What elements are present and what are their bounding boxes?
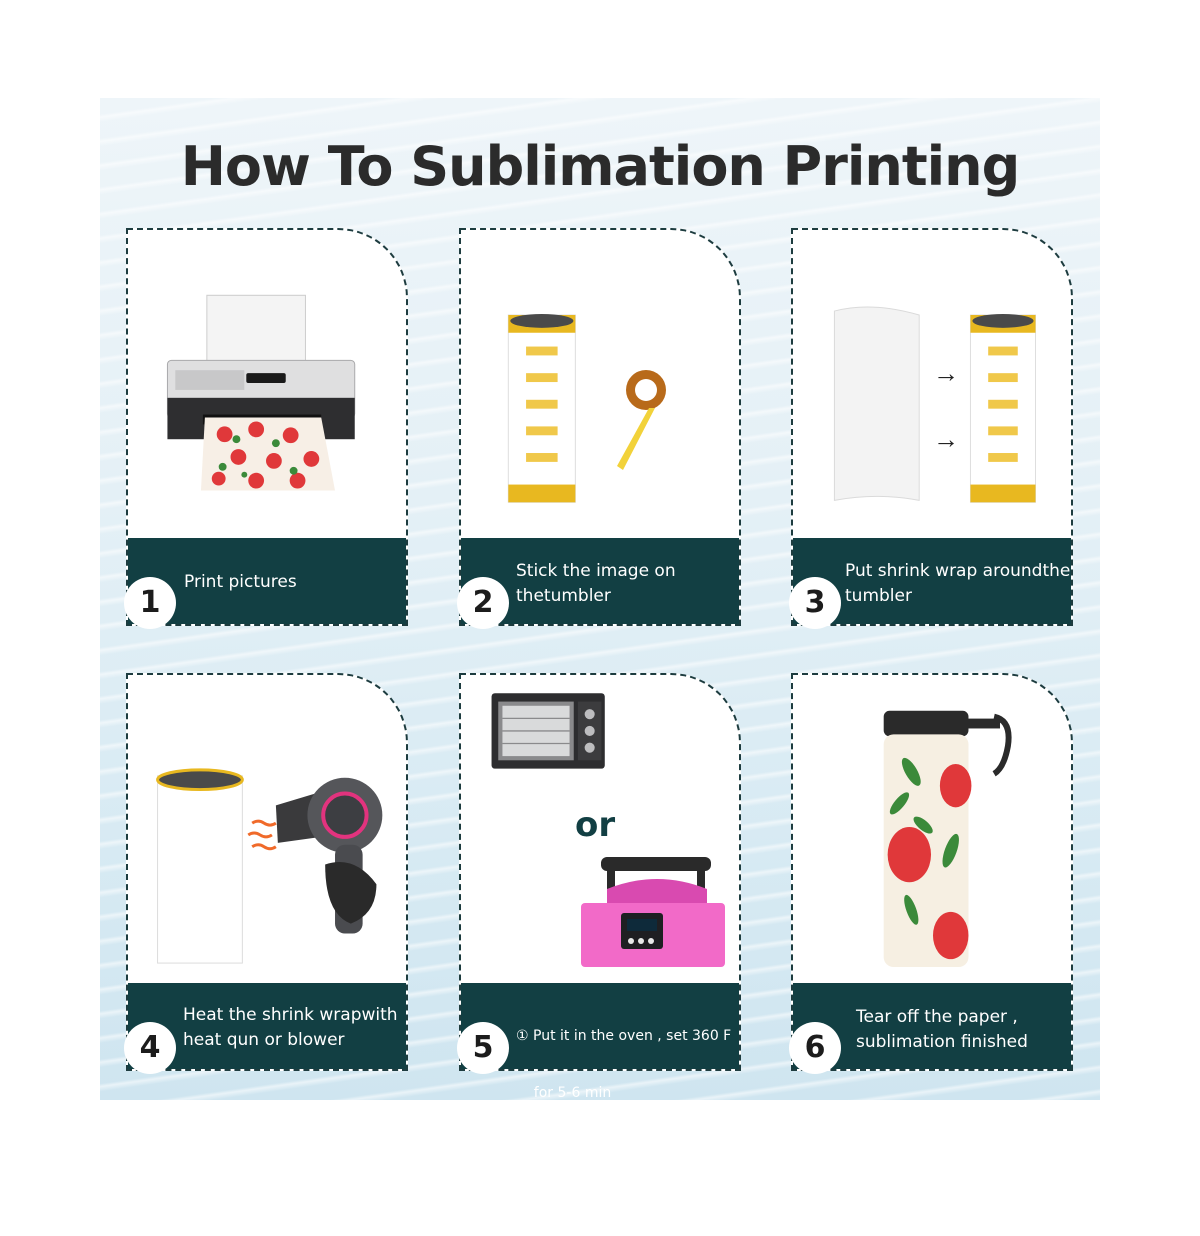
step-number-4: 4 — [127, 1025, 173, 1071]
or-label: or — [575, 805, 616, 845]
step-caption-band — [793, 538, 1071, 624]
arrow-right-icon: → — [933, 358, 959, 388]
step-card-2 — [459, 228, 741, 626]
step-number-1: 1 — [127, 580, 173, 626]
step-number-3: 3 — [792, 580, 838, 626]
step-5-caption: ① Put it in the oven , set 360 F for 5-6… — [516, 1028, 734, 1215]
step-caption-band — [128, 983, 406, 1069]
tape-roll-icon — [617, 370, 666, 470]
step-card-6 — [791, 673, 1073, 1071]
step-caption-band — [128, 538, 406, 624]
page-title: How To Sublimation Printing — [180, 135, 1021, 198]
printer-icon — [166, 294, 356, 491]
step-number-5: 5 — [460, 1025, 506, 1071]
step-card-3: → → — [791, 228, 1073, 626]
hair-dryer-icon — [156, 768, 383, 964]
step-3-caption: Put shrink wrap aroundthe tumbler — [845, 561, 1071, 606]
step-caption-band — [461, 538, 739, 624]
arrow-right-icon: → — [933, 424, 959, 454]
step-4-caption: Heat the shrink wrapwith heat qun or blo… — [183, 1005, 398, 1050]
step-card-4 — [126, 673, 408, 1071]
step-number-6: 6 — [792, 1025, 838, 1071]
step-caption-band — [461, 983, 739, 1069]
step-1-caption: Print pictures — [184, 572, 297, 592]
step-card-5: or — [459, 673, 741, 1071]
step-6-caption: Tear off the paper , sublimation finishe… — [856, 1007, 1028, 1052]
heat-press-icon — [581, 857, 725, 967]
step-card-1 — [126, 228, 408, 626]
tumbler-icon — [507, 314, 576, 503]
oven-icon — [491, 693, 605, 769]
step-number-2: 2 — [460, 580, 506, 626]
bottle-icon — [883, 710, 1012, 968]
step-2-caption: Stick the image on thetumbler — [516, 561, 676, 606]
shrink-wrap-icon — [833, 306, 1037, 503]
step-caption-band — [793, 983, 1071, 1069]
